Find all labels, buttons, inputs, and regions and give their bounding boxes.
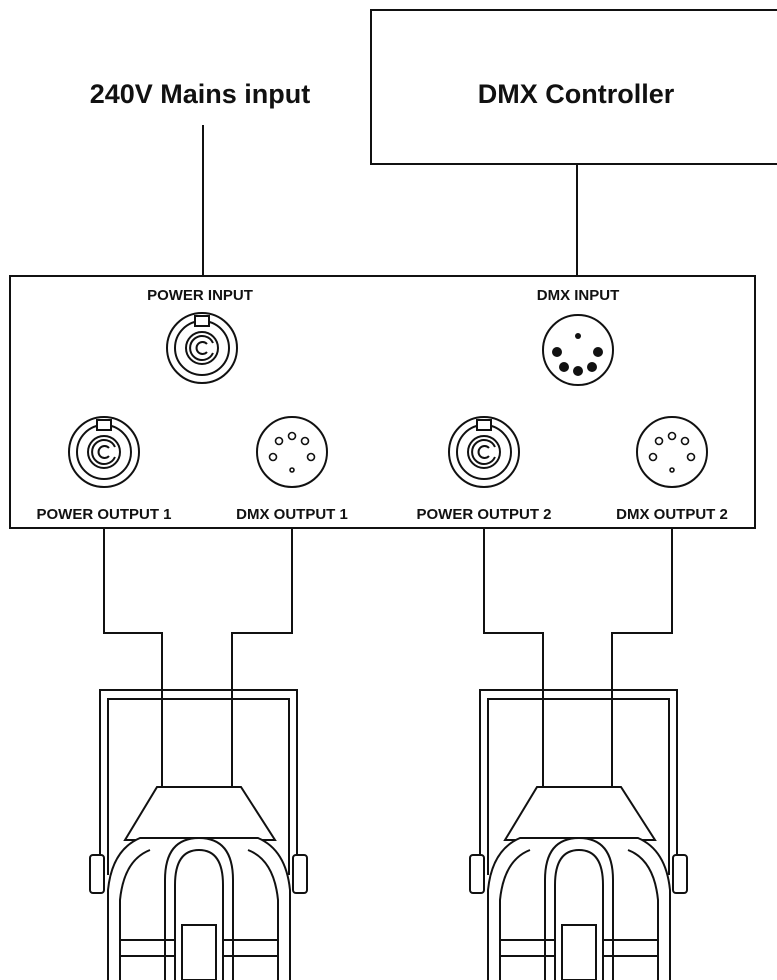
power-output-1-label: POWER OUTPUT 1: [36, 506, 171, 523]
dmx-output-2-label: DMX OUTPUT 2: [616, 506, 728, 523]
fixture-1-cables: [103, 528, 293, 787]
dmx-3pin-icon: [256, 416, 328, 488]
powercon-icon: [68, 416, 140, 488]
dmx-output-1-label: DMX OUTPUT 1: [236, 506, 348, 523]
dmx-5pin-icon: [542, 314, 614, 386]
powercon-icon: [448, 416, 520, 488]
distribution-panel: POWER INPUT DMX INPUT: [9, 275, 756, 529]
fixture-2-cables: [483, 528, 673, 787]
dmx-input-label: DMX INPUT: [537, 287, 620, 304]
dmx-controller-box: DMX Controller: [370, 9, 777, 165]
dmx-3pin-icon: [636, 416, 708, 488]
mains-input-label: 240V Mains input: [90, 79, 311, 109]
dmx-controller-label: DMX Controller: [478, 79, 675, 109]
moving-head-fixture-icon: [89, 689, 308, 980]
power-input-label: POWER INPUT: [147, 287, 253, 304]
moving-head-fixture-icon: [469, 689, 688, 980]
powercon-icon: [166, 312, 238, 384]
power-output-2-label: POWER OUTPUT 2: [416, 506, 551, 523]
